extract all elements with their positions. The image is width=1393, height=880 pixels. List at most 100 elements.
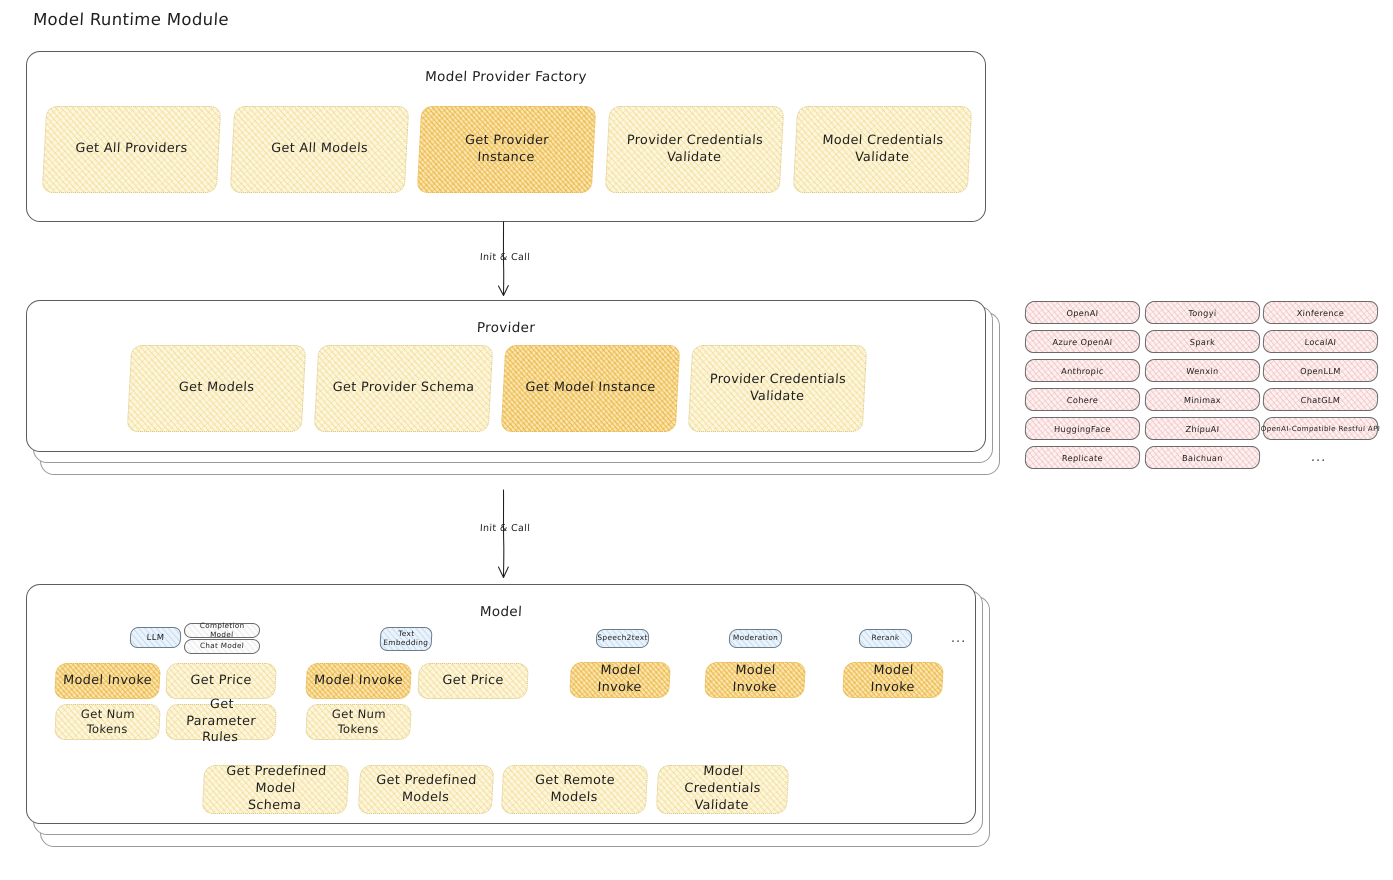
provider-chip-xinference[interactable]: Xinference — [1262, 301, 1379, 324]
arrow-factory-to-provider — [497, 221, 509, 297]
card-label: Get All Models — [270, 141, 369, 157]
card-label: Model Invoke — [597, 663, 643, 695]
card-label: Model Credentials Validate — [822, 132, 944, 165]
card-label: Get Predefined Model Schema — [225, 764, 327, 813]
model-badge-text-embedding[interactable]: Text Embedding — [379, 627, 433, 651]
factory-card-provider-credentials-validate[interactable]: Provider Credentials Validate — [604, 106, 785, 193]
chip-label: HuggingFace — [1053, 423, 1112, 434]
provider-chip-openai-compatible-restful-api[interactable]: OpenAI-Compatible Restful API — [1260, 417, 1381, 440]
factory-card-get-provider-instance[interactable]: Get Provider Instance — [416, 106, 597, 193]
badge-label: Text Embedding — [383, 629, 429, 647]
chip-label: OpenAI — [1066, 307, 1099, 318]
provider-chip-cohere[interactable]: Cohere — [1024, 388, 1141, 411]
badge-label: Rerank — [871, 633, 900, 643]
provider-chip-tongyi[interactable]: Tongyi — [1144, 301, 1261, 324]
provider-chip-zhipuai[interactable]: ZhipuAI — [1144, 417, 1261, 440]
model-sub-badge-chat-model[interactable]: Chat Model — [183, 639, 261, 654]
provider-chip-replicate[interactable]: Replicate — [1024, 446, 1141, 469]
model-badge-moderation[interactable]: Moderation — [728, 629, 783, 648]
chip-label: Minimax — [1183, 394, 1222, 405]
factory-card-get-all-providers[interactable]: Get All Providers — [41, 106, 222, 193]
provider-chip-wenxin[interactable]: Wenxin — [1144, 359, 1261, 382]
badge-label: LLM — [146, 632, 165, 643]
provider-title: Provider — [476, 320, 536, 336]
arrow-label-init-call-top: Init & Call — [479, 252, 531, 263]
model-common-card-model-credentials-validate[interactable]: Model Credentials Validate — [655, 764, 790, 814]
model-title: Model — [479, 604, 523, 620]
chip-label: Anthropic — [1060, 365, 1105, 376]
text-embedding-card-get-price[interactable]: Get Price — [417, 663, 529, 699]
badge-label: Chat Model — [199, 641, 245, 651]
speech2text-card-model-invoke[interactable]: Model Invoke — [569, 662, 671, 698]
chip-label: Spark — [1189, 336, 1216, 347]
card-label: Provider Credentials Validate — [626, 132, 764, 165]
card-label: Get Predefined Models — [375, 772, 478, 805]
provider-card-get-models[interactable]: Get Models — [126, 345, 307, 432]
card-label: Model Invoke — [870, 663, 916, 695]
model-badge-rerank[interactable]: Rerank — [858, 629, 913, 648]
page-title: Model Runtime Module — [32, 10, 230, 29]
model-provider-factory-title: Model Provider Factory — [424, 69, 588, 85]
chip-label: ZhipuAI — [1185, 423, 1220, 434]
card-label: Provider Credentials Validate — [709, 371, 847, 404]
provider-chip-azure-openai[interactable]: Azure OpenAI — [1024, 330, 1141, 353]
provider-chip-baichuan[interactable]: Baichuan — [1144, 446, 1261, 469]
provider-chip-localai[interactable]: LocalAI — [1262, 330, 1379, 353]
arrow-label-init-call-bottom: Init & Call — [479, 523, 531, 534]
factory-card-get-all-models[interactable]: Get All Models — [229, 106, 410, 193]
model-groups-more: ... — [950, 631, 967, 646]
chip-label: Cohere — [1066, 394, 1099, 405]
chip-label: Wenxin — [1186, 365, 1219, 376]
model-common-card-get-predefined-models[interactable]: Get Predefined Models — [357, 765, 495, 814]
provider-chip-openllm[interactable]: OpenLLM — [1262, 359, 1379, 382]
rerank-card-model-invoke[interactable]: Model Invoke — [842, 662, 944, 698]
card-label: Get Price — [442, 672, 505, 688]
arrow-provider-to-model — [497, 489, 509, 579]
card-label: Get Models — [178, 380, 255, 396]
provider-chip-anthropic[interactable]: Anthropic — [1024, 359, 1141, 382]
provider-chip-minimax[interactable]: Minimax — [1144, 388, 1261, 411]
card-label: Model Invoke — [313, 672, 404, 688]
chip-label: Replicate — [1061, 452, 1104, 463]
card-label: Get Parameter Rules — [185, 696, 257, 746]
model-badge-llm[interactable]: LLM — [129, 627, 182, 648]
chip-label: LocalAI — [1304, 336, 1337, 347]
factory-card-model-credentials-validate[interactable]: Model Credentials Validate — [792, 106, 973, 193]
model-badge-speech2text[interactable]: Speech2text — [595, 629, 650, 648]
card-label: Get Num Tokens — [80, 706, 136, 736]
llm-card-get-num-tokens[interactable]: Get Num Tokens — [54, 704, 161, 740]
chip-label: Baichuan — [1181, 452, 1224, 463]
model-common-card-get-predefined-model-schema[interactable]: Get Predefined Model Schema — [201, 764, 350, 814]
card-label: Get Model Instance — [525, 380, 656, 396]
card-label: Get All Providers — [75, 141, 189, 157]
chip-label: Azure OpenAI — [1052, 336, 1113, 347]
badge-label: Speech2text — [597, 633, 648, 643]
llm-card-get-price[interactable]: Get Price — [165, 663, 277, 699]
text-embedding-card-model-invoke[interactable]: Model Invoke — [305, 663, 412, 699]
chip-label: OpenAI-Compatible Restful API — [1260, 424, 1381, 433]
model-sub-badge-completion-model[interactable]: Completion Model — [183, 621, 261, 639]
chip-label: OpenLLM — [1299, 365, 1342, 376]
badge-label: Moderation — [732, 633, 779, 643]
text-embedding-card-get-num-tokens[interactable]: Get Num Tokens — [305, 704, 412, 740]
card-label: Get Num Tokens — [331, 706, 387, 736]
provider-chip-spark[interactable]: Spark — [1144, 330, 1261, 353]
provider-card-provider-credentials-validate[interactable]: Provider Credentials Validate — [687, 345, 868, 432]
chip-label: Tongyi — [1188, 307, 1217, 318]
llm-card-get-parameter-rules[interactable]: Get Parameter Rules — [165, 697, 277, 745]
card-label: Get Provider Instance — [464, 132, 550, 165]
card-label: Model Invoke — [62, 672, 153, 688]
chip-label: ChatGLM — [1300, 394, 1341, 405]
provider-chip-huggingface[interactable]: HuggingFace — [1024, 417, 1141, 440]
provider-card-get-provider-schema[interactable]: Get Provider Schema — [313, 345, 494, 432]
llm-card-model-invoke[interactable]: Model Invoke — [54, 663, 161, 699]
card-label: Get Remote Models — [534, 772, 616, 805]
model-panel — [26, 584, 976, 824]
model-common-card-get-remote-models[interactable]: Get Remote Models — [500, 765, 649, 814]
provider-card-get-model-instance[interactable]: Get Model Instance — [500, 345, 681, 432]
card-label: Model Invoke — [732, 663, 778, 695]
moderation-card-model-invoke[interactable]: Model Invoke — [704, 662, 806, 698]
provider-chip-openai[interactable]: OpenAI — [1024, 301, 1141, 324]
provider-list-more: ... — [1310, 450, 1327, 465]
provider-chip-chatglm[interactable]: ChatGLM — [1262, 388, 1379, 411]
